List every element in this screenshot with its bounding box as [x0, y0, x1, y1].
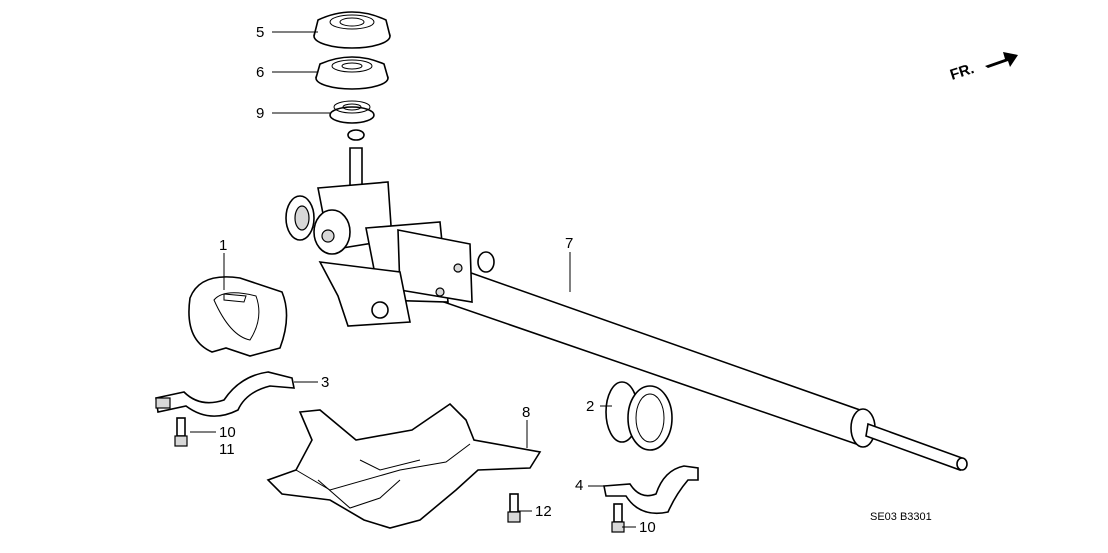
- part-5-mount-cushion: [313, 11, 391, 49]
- callout-5: 5: [256, 24, 264, 41]
- part-6-mount-cushion: [315, 56, 389, 90]
- bolt-10-11-left: [174, 417, 188, 447]
- diagram-code: SE03 B3301: [870, 511, 932, 523]
- callout-9: 9: [256, 105, 264, 122]
- part-7-steering-rack: [285, 129, 968, 472]
- front-direction-indicator: FR.: [948, 52, 1018, 84]
- front-label: FR.: [948, 60, 976, 84]
- part-4-bracket: [603, 465, 699, 515]
- bolt-12: [507, 493, 521, 523]
- front-arrow-icon: [985, 52, 1018, 68]
- callout-12: 12: [535, 503, 552, 520]
- bolt-10-right: [611, 503, 625, 533]
- part-1-bushing: [188, 276, 288, 357]
- callout-7: 7: [565, 235, 573, 252]
- callout-2: 2: [586, 398, 594, 415]
- callout-3: 3: [321, 374, 329, 391]
- leader-lines: [190, 31, 636, 528]
- callout-10-left: 10: [219, 424, 236, 441]
- callout-10-right: 10: [639, 519, 656, 536]
- part-2-bushing: [605, 381, 673, 451]
- callout-1: 1: [219, 237, 227, 254]
- part-9-seal: [329, 100, 375, 124]
- callout-11: 11: [219, 441, 235, 458]
- part-3-bracket: [155, 371, 295, 417]
- callout-4: 4: [575, 477, 583, 494]
- callout-6: 6: [256, 64, 264, 81]
- part-8-heat-shield: [266, 402, 542, 529]
- callout-8: 8: [522, 404, 530, 421]
